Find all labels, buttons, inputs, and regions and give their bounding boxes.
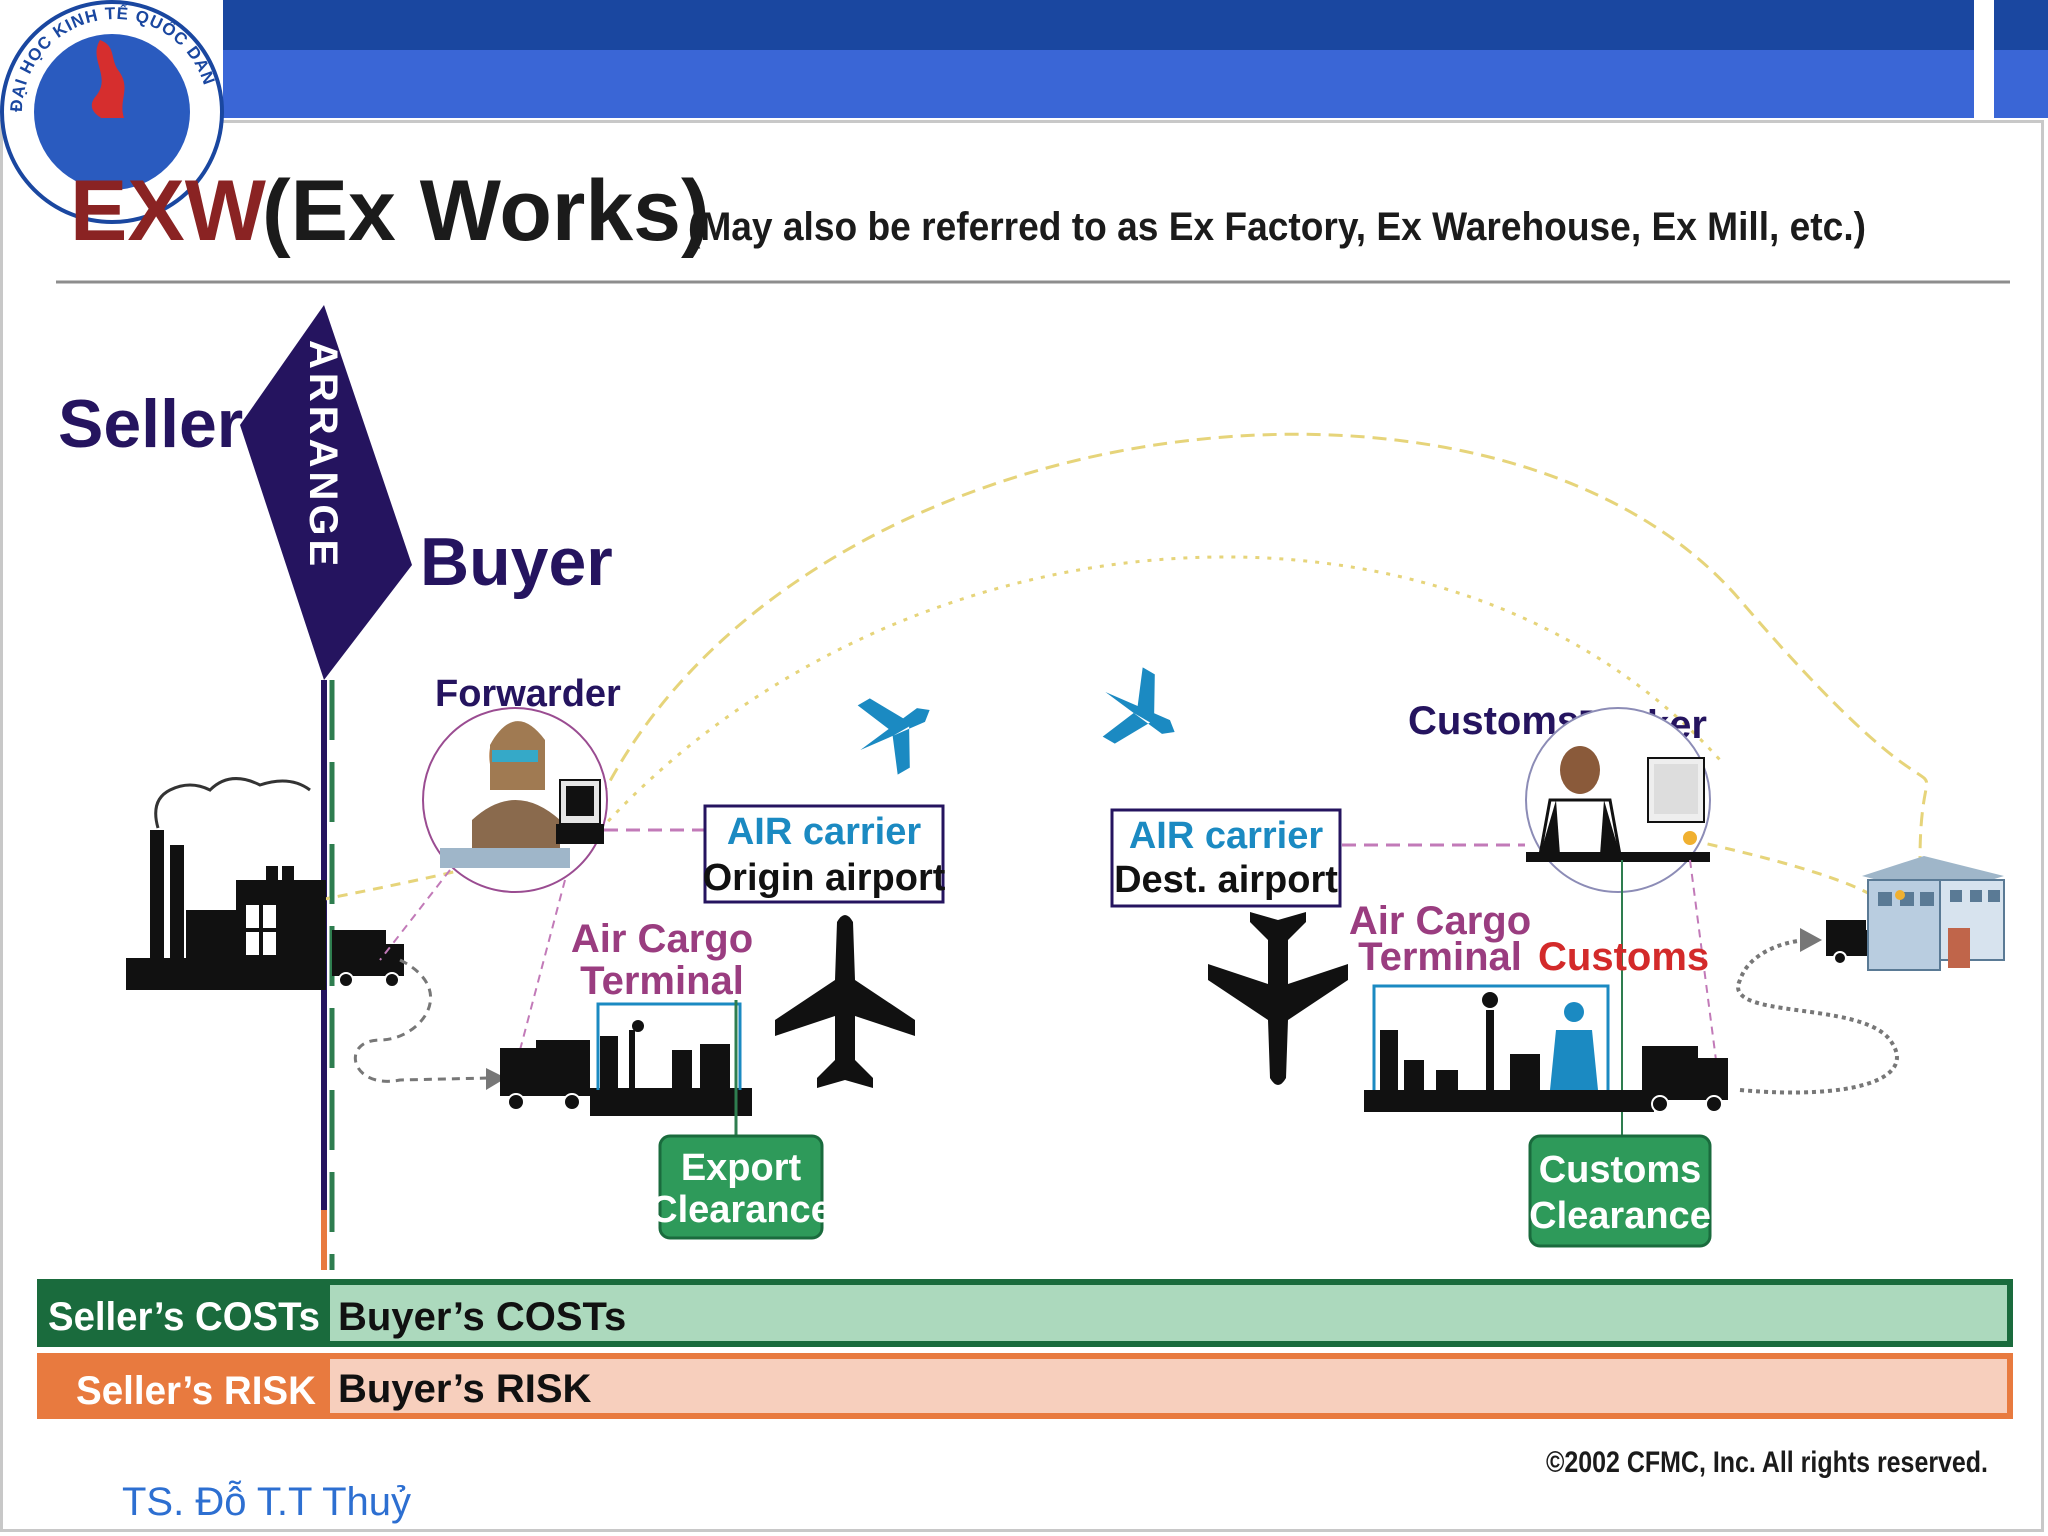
seller-risk-section <box>40 1356 330 1416</box>
truck-icon <box>500 1040 590 1111</box>
customs-clearance-line1: Customs <box>1539 1149 1702 1191</box>
header-bar <box>223 50 1974 118</box>
truck-route-origin <box>353 958 491 1083</box>
arrange-label: ARRANGE <box>301 340 345 570</box>
export-clearance-box <box>658 1134 824 1240</box>
origin-terminal-line2: Terminal <box>580 959 744 1003</box>
seller-costs-label: Seller’s COSTs <box>48 1295 320 1339</box>
customs-clearance-line2: Clearance <box>1529 1195 1711 1237</box>
seller-risk-label: Seller’s RISK <box>76 1369 316 1413</box>
origin-terminal-line1: Air Cargo <box>571 917 753 961</box>
customs-officer-icon <box>1550 1002 1598 1090</box>
risk-bar <box>37 1353 2013 1419</box>
seller-label: Seller <box>58 386 243 462</box>
truck-icon <box>1642 1046 1728 1113</box>
buyer-risk-label: Buyer’s RISK <box>338 1367 592 1411</box>
truck-route-dest <box>1736 938 1899 1095</box>
plane-icon <box>775 915 915 1088</box>
dest-carrier-box <box>1110 808 1342 908</box>
plane-icon <box>1102 667 1175 744</box>
truck-icon <box>332 930 404 988</box>
dest-terminal-line1: Air Cargo <box>1349 899 1531 943</box>
dest-carrier-line2: Dest. airport <box>1114 859 1338 901</box>
seller-costs-section <box>40 1282 330 1344</box>
plane-icon <box>857 698 930 775</box>
forwarder-person-icon <box>422 707 608 893</box>
university-logo-icon: ĐẠI HỌC KINH TẾ QUỐC DÂN <box>0 0 224 224</box>
route-broker-warehouse <box>1689 838 1881 902</box>
buyer-costs-label: Buyer’s COSTs <box>338 1295 626 1339</box>
buyer-label: Buyer <box>420 524 613 600</box>
warehouse-building-icon <box>1862 856 2005 971</box>
header-right <box>1994 50 2048 118</box>
dest-carrier-line1: AIR carrier <box>1129 815 1324 857</box>
dest-terminal-line2: Terminal <box>1358 935 1522 979</box>
customs-broker-label-1: Customs <box>1408 699 1579 743</box>
factory-icon <box>126 777 326 990</box>
export-clearance-line2: Clearance <box>650 1189 832 1231</box>
header-right-dark <box>1994 0 2048 50</box>
origin-carrier-box <box>703 804 945 904</box>
footer-credit: TS. Đỗ T.T Thuỷ <box>122 1480 412 1524</box>
route-arc-outer <box>598 432 1929 861</box>
export-clearance-line1: Export <box>681 1147 802 1189</box>
origin-carrier-line2: Origin airport <box>703 857 946 899</box>
cargo-terminal-icon <box>590 1000 752 1140</box>
header-bar-dark <box>223 0 1974 50</box>
title-code: EXW <box>70 163 267 259</box>
customs-label: Customs <box>1538 935 1709 979</box>
title-name: (Ex Works) <box>262 163 710 259</box>
origin-carrier-line1: AIR carrier <box>727 811 922 853</box>
copyright-text: ©2002 CFMC, Inc. All rights reserved. <box>1546 1446 1988 1479</box>
plane-icon <box>1208 912 1348 1085</box>
customs-broker-icon <box>1525 707 1711 893</box>
title-note: (May also be referred to as Ex Factory, … <box>688 205 1866 249</box>
cargo-terminal-icon <box>1364 984 1654 1112</box>
costs-bar <box>37 1279 2013 1347</box>
customs-clearance-box <box>1528 1134 1712 1248</box>
arrange-diamond <box>240 305 412 680</box>
